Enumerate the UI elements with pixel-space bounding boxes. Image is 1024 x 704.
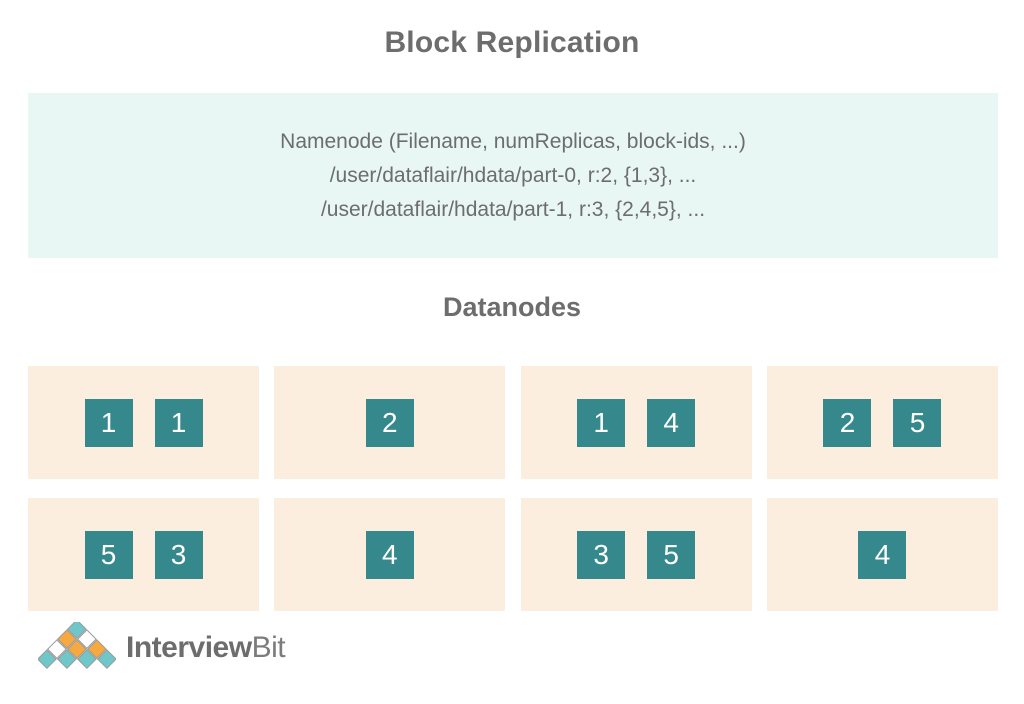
- datanode-panel: 5 3: [28, 498, 259, 611]
- block: 4: [858, 530, 907, 579]
- datanode-panel: 4: [274, 498, 506, 611]
- block: 4: [647, 398, 696, 447]
- datanode-panel: 2: [274, 366, 506, 479]
- datanode-panel: 1 1: [28, 366, 259, 479]
- interviewbit-logo: InterviewBit: [38, 622, 286, 674]
- datanode-row-1: 1 1 2 1 4 2 5: [28, 366, 998, 479]
- datanode-panel: 1 4: [520, 366, 752, 479]
- datanode-panel: 3 5: [520, 498, 752, 611]
- block: 5: [84, 530, 133, 579]
- interviewbit-wordmark: InterviewBit: [126, 631, 286, 664]
- datanode-panel: 2 5: [766, 366, 998, 479]
- interviewbit-diamond-pyramid-icon: [38, 622, 116, 669]
- block: 2: [823, 398, 872, 447]
- datanode-panel: 4: [766, 498, 998, 611]
- block: 4: [365, 530, 414, 579]
- block: 5: [647, 530, 696, 579]
- namenode-line-part-0: /user/dataflair/hdata/part-0, r:2, {1,3}…: [329, 163, 697, 187]
- logo-text-interview: Interview: [126, 631, 252, 664]
- block: 1: [84, 398, 133, 447]
- block: 1: [154, 398, 203, 447]
- page-title: Block Replication: [384, 26, 640, 59]
- block: 1: [577, 398, 626, 447]
- logo-text-bit: Bit: [251, 631, 286, 664]
- block: 5: [893, 398, 942, 447]
- namenode-panel: Namenode (Filename, numReplicas, block-i…: [28, 93, 998, 258]
- block: 3: [154, 530, 203, 579]
- datanodes-heading: Datanodes: [442, 292, 582, 322]
- block: 3: [577, 530, 626, 579]
- datanode-row-2: 5 3 4 3 5 4: [28, 498, 998, 611]
- namenode-line-part-1: /user/dataflair/hdata/part-1, r:3, {2,4,…: [320, 197, 706, 221]
- namenode-line-header: Namenode (Filename, numReplicas, block-i…: [280, 129, 746, 153]
- block: 2: [365, 398, 414, 447]
